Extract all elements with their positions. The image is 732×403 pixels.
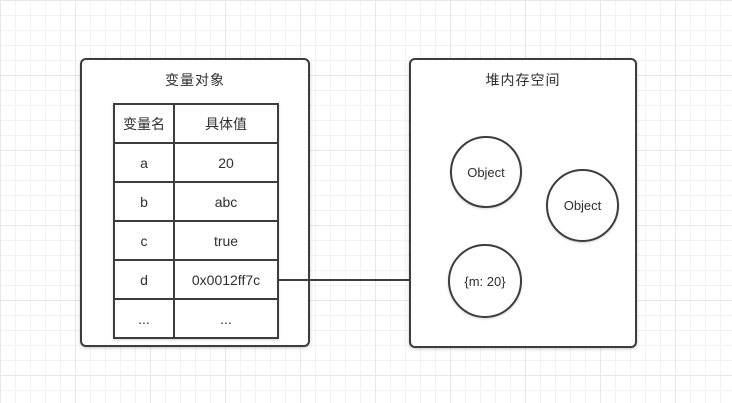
table-row: b abc: [113, 181, 279, 222]
heap-object-label: Object: [563, 198, 602, 213]
table-row: c true: [113, 220, 279, 261]
var-name-cell: c: [113, 220, 175, 261]
variable-object-panel: 变量对象 变量名 具体值 a 20 b abc c true d 0x0012f…: [80, 58, 310, 347]
variable-object-title: 变量对象: [165, 72, 225, 88]
heap-object-circle: Object: [450, 136, 522, 208]
var-value-cell: 20: [173, 142, 279, 183]
table-header-row: 变量名 具体值: [113, 103, 279, 144]
heap-object-circle: Object: [546, 169, 619, 242]
heap-object-label: {m: 20}: [464, 273, 506, 289]
var-value-cell: 0x0012ff7c: [173, 259, 279, 300]
var-name-cell: a: [113, 142, 175, 183]
var-value-cell: true: [173, 220, 279, 261]
heap-memory-title: 堆内存空间: [485, 72, 561, 88]
heap-object-label: Object: [467, 164, 505, 180]
variable-table: 变量名 具体值 a 20 b abc c true d 0x0012ff7c .…: [113, 103, 279, 339]
table-row: d 0x0012ff7c: [113, 259, 279, 300]
table-row: a 20: [113, 142, 279, 183]
header-variable-name: 变量名: [113, 103, 175, 144]
heap-object-circle-m20: {m: 20}: [448, 244, 522, 318]
table-row: ... ...: [113, 298, 279, 339]
heap-memory-panel: 堆内存空间 Object Object {m: 20}: [409, 58, 637, 348]
header-variable-value: 具体值: [173, 103, 279, 144]
var-value-cell: abc: [173, 181, 279, 222]
var-value-cell: ...: [173, 298, 279, 339]
var-name-cell: d: [113, 259, 175, 300]
var-name-cell: b: [113, 181, 175, 222]
var-name-cell: ...: [113, 298, 175, 339]
